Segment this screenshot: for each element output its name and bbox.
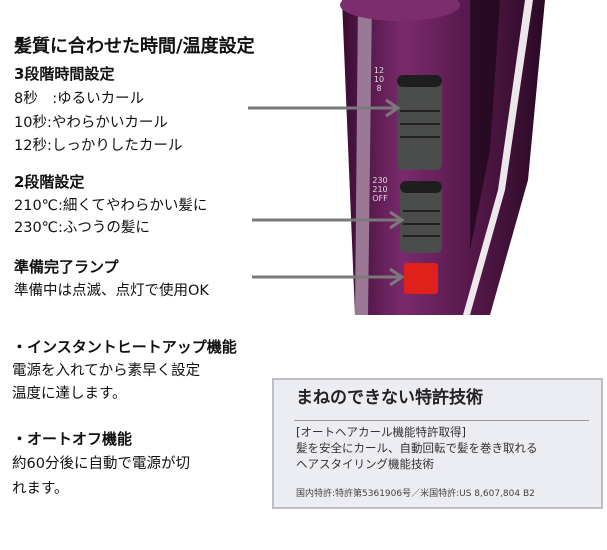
lamp-text: 準備中は点滅、点灯で使用OK <box>14 283 209 299</box>
temp-heading: 2段階設定 <box>14 173 85 191</box>
page-title: 髪質に合わせた時間/温度設定 <box>14 36 255 57</box>
patent-box: まねのできない特許技術 [オートヘアカール機能特許取得] 髪を安全にカール、自動… <box>272 378 603 509</box>
label-8: 8 <box>376 84 382 93</box>
label-off: OFF <box>372 194 388 203</box>
instant-line: 電源を入れてから素早く設定 <box>12 363 201 379</box>
autooff-line: れます。 <box>12 481 69 497</box>
time-item: 8秒 :ゆるいカール <box>14 91 145 107</box>
autooff-line: 約60分後に自動で電源が切 <box>12 456 190 472</box>
temp-item: 210℃:細くてやわらかい髪に <box>14 198 208 214</box>
device-body <box>342 0 545 315</box>
label-210: 210 <box>372 185 388 194</box>
label-10: 10 <box>373 75 385 84</box>
autooff-heading: ・オートオフ機能 <box>12 430 133 448</box>
time-switch[interactable] <box>397 75 442 170</box>
lamp-heading: 準備完了ランプ <box>14 258 119 276</box>
time-item: 10秒:やわらかいカール <box>14 115 168 131</box>
label-230: 230 <box>372 176 388 185</box>
instant-heading: ・インスタントヒートアップ機能 <box>12 338 237 356</box>
ready-lamp <box>404 263 438 294</box>
divider <box>294 420 589 421</box>
patent-footnote: 国内特許:特許第5361906号／米国特許:US 8,607,804 B2 <box>296 489 535 499</box>
patent-line: ヘアスタイリング機能技術 <box>296 457 434 471</box>
instant-line: 温度に達します。 <box>12 386 127 402</box>
label-12: 12 <box>373 66 385 75</box>
arrows <box>248 98 405 287</box>
patent-subtitle: [オートヘアカール機能特許取得] <box>296 425 466 439</box>
temp-item: 230℃:ふつうの髪に <box>14 220 150 236</box>
time-heading: 3段階時間設定 <box>14 65 115 83</box>
patent-line: 髪を安全にカール、自動回転で髪を巻き取れる <box>296 441 538 455</box>
patent-title: まねのできない特許技術 <box>296 388 483 408</box>
time-item: 12秒:しっかりしたカール <box>14 138 183 154</box>
